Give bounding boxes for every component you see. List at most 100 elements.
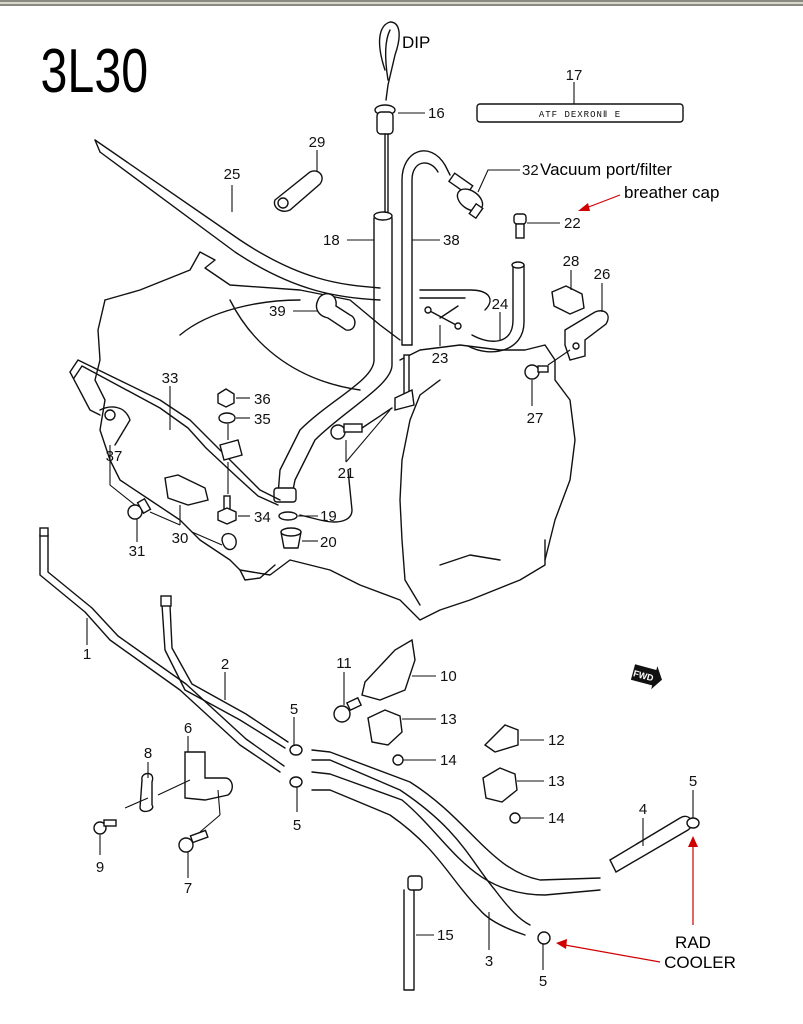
callout-39: 39 (269, 303, 286, 320)
callout-6: 6 (184, 720, 192, 737)
callout-18: 18 (323, 232, 340, 249)
label-plate-text: ATF DEXRONⅡ E (539, 110, 621, 120)
part-7-bolt (178, 829, 209, 853)
part-14-screw-upper (392, 754, 404, 766)
part-25-hose (94, 139, 491, 311)
part-16-dipstick (374, 21, 400, 216)
part-2-pipe (160, 595, 289, 749)
callout-13a: 13 (440, 711, 457, 728)
part-28-clip (551, 285, 585, 315)
part-5-clamp-upper (289, 744, 303, 756)
callout-29: 29 (309, 134, 326, 151)
callout-10: 10 (440, 668, 457, 685)
part-24-hose (467, 261, 525, 353)
part-13-clamp-lower (482, 767, 518, 803)
callout-36: 36 (254, 391, 271, 408)
part-13-clamp-upper (367, 709, 403, 746)
callout-3: 3 (485, 953, 493, 970)
annotation-rad: RAD (675, 933, 711, 952)
rad-cooler-arrow-up (688, 836, 698, 925)
callout-22: 22 (564, 215, 581, 232)
part-12-bracket (483, 724, 519, 753)
part-34-bolt (217, 495, 237, 525)
part-5-clamp-right (686, 817, 700, 829)
callout-20: 20 (320, 534, 337, 551)
breather-cap-arrow (578, 194, 621, 211)
callout-27: 27 (527, 410, 544, 427)
callouts: 16 17 29 25 18 38 32 22 28 26 24 23 39 2… (83, 67, 697, 990)
part-4-hose (609, 815, 693, 873)
callout-4: 4 (639, 801, 647, 818)
part-30-bracket (164, 474, 237, 551)
part-31-bolt (127, 497, 152, 520)
part-10-bracket (361, 638, 416, 701)
callout-37: 37 (106, 448, 123, 465)
callout-25: 25 (224, 166, 241, 183)
callout-15: 15 (437, 927, 454, 944)
callout-16: 16 (428, 105, 445, 122)
callout-14b: 14 (548, 810, 565, 827)
callout-33: 33 (162, 370, 179, 387)
part-20-plug (280, 527, 302, 549)
part-39-clip (315, 293, 356, 331)
part-1-pipe (39, 527, 285, 773)
part-36-nut (217, 388, 235, 408)
callout-17: 17 (566, 67, 583, 84)
part-5-clamp-lower (289, 776, 303, 788)
transmission-case (94, 251, 576, 621)
callout-14a: 14 (440, 752, 457, 769)
part-5-clamp-bottom (537, 931, 551, 945)
callout-38: 38 (443, 232, 460, 249)
annotation-dip: DIP (402, 33, 430, 52)
callout-12: 12 (548, 732, 565, 749)
callout-32: 32 (522, 162, 539, 179)
callout-31: 31 (129, 543, 146, 560)
part-29-clip (273, 170, 323, 212)
callout-35: 35 (254, 411, 271, 428)
callout-9: 9 (96, 859, 104, 876)
part-37-bracket (99, 406, 131, 446)
callout-26: 26 (594, 266, 611, 283)
callout-28: 28 (563, 253, 580, 270)
part-15-strap (403, 875, 423, 991)
annotation-breather-cap: breather cap (624, 183, 719, 202)
callout-1: 1 (83, 646, 91, 663)
part-35-washer (218, 412, 236, 424)
part-27-bolt (524, 349, 571, 380)
callout-21: 21 (338, 465, 355, 482)
part-8-clamp (139, 772, 154, 813)
part-18-filler-tube (273, 211, 393, 503)
part-26-bracket (564, 310, 609, 361)
callout-24: 24 (492, 296, 509, 313)
part-32-vacuum-port (447, 172, 484, 220)
callout-5d: 5 (539, 973, 547, 990)
part-6-bracket (184, 751, 233, 801)
part-23-connector (424, 305, 462, 330)
callout-13b: 13 (548, 773, 565, 790)
callout-2: 2 (221, 656, 229, 673)
callout-23: 23 (432, 350, 449, 367)
callout-7: 7 (184, 880, 192, 897)
part-11-bolt (333, 696, 363, 723)
callout-19: 19 (320, 508, 337, 525)
part-22-breather-cap (513, 213, 527, 239)
part-38-hose (401, 150, 451, 346)
callout-11: 11 (336, 655, 352, 672)
part-3-hose (311, 749, 601, 936)
part-21-bracket (299, 354, 415, 523)
part-17-label-plate: ATF DEXRONⅡ E (476, 103, 684, 123)
part-33-bracket-plate (219, 439, 243, 461)
part-33-pipe (69, 359, 281, 506)
diagram-code: 3L30 (41, 36, 149, 105)
callout-5b: 5 (293, 817, 301, 834)
callout-5a: 5 (290, 701, 298, 718)
top-border (0, 0, 803, 6)
annotation-vacuum-port: Vacuum port/filter (540, 160, 672, 179)
callout-34: 34 (254, 509, 271, 526)
part-14-screw-lower (509, 812, 521, 824)
rad-cooler-arrow-left (556, 939, 661, 963)
callout-30: 30 (172, 530, 189, 547)
part-9-bolt (93, 819, 117, 835)
annotation-cooler: COOLER (664, 953, 736, 972)
